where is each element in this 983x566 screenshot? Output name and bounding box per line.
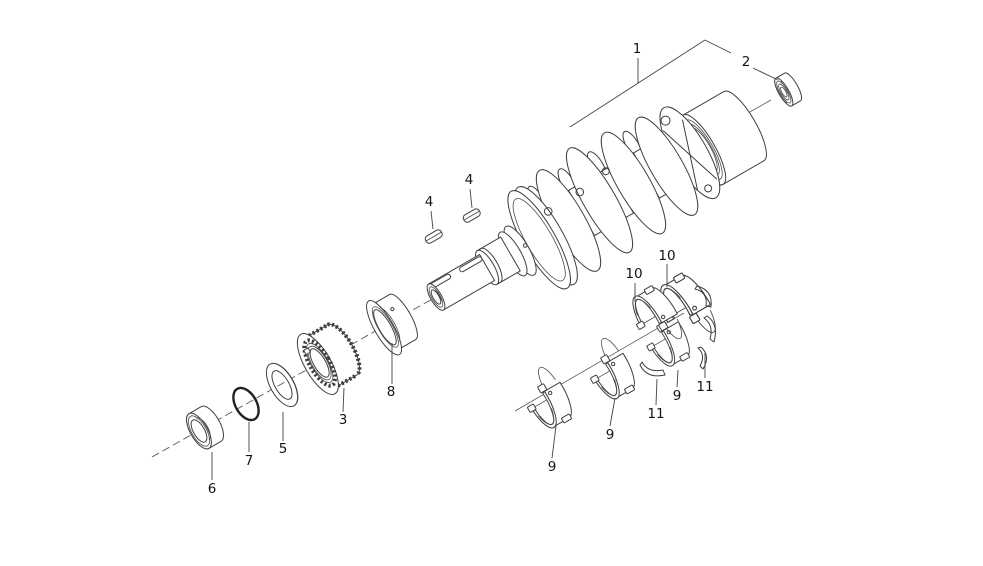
washer-illustration	[265, 362, 299, 408]
gear-illustration	[296, 322, 362, 395]
o-ring-illustration	[232, 386, 260, 422]
callout-label-3: 3	[339, 412, 348, 428]
callout-label-9b: 9	[606, 427, 615, 443]
bushing-illustration	[366, 293, 418, 356]
callout-label-11a: 11	[647, 406, 664, 422]
callout-label-4b: 4	[465, 172, 474, 188]
collar-illustration	[186, 405, 225, 450]
callout-label-10b: 10	[658, 248, 675, 264]
callout-label-9c: 9	[673, 388, 682, 404]
callout-label-11b: 11	[696, 379, 713, 395]
callout-label-2: 2	[742, 54, 751, 70]
callout-label-7: 7	[245, 453, 254, 469]
keyway-slot-rear	[459, 256, 483, 273]
leader-lines	[211, 39, 779, 480]
callout-label-9a: 9	[548, 459, 557, 475]
thrust-washers-right	[694, 285, 716, 370]
key-front	[424, 229, 443, 244]
callout-label-6: 6	[208, 481, 217, 497]
callout-label-8: 8	[387, 384, 396, 400]
callout-label-5: 5	[279, 441, 288, 457]
callout-label-1: 1	[633, 41, 642, 57]
gear-keyway-notch	[303, 347, 311, 356]
callout-labels: 1 2 4 4 3 8 5 7 6 9 9 9 10 10 11 11	[208, 41, 751, 497]
key-rear	[462, 208, 481, 223]
bearing-lower-front	[512, 362, 580, 436]
crankshaft-illustration	[426, 90, 767, 311]
callout-label-4a: 4	[425, 194, 434, 210]
rear-seal-illustration	[774, 72, 803, 107]
thrust-washer-bottom	[639, 361, 666, 377]
callout-label-10a: 10	[625, 266, 642, 282]
